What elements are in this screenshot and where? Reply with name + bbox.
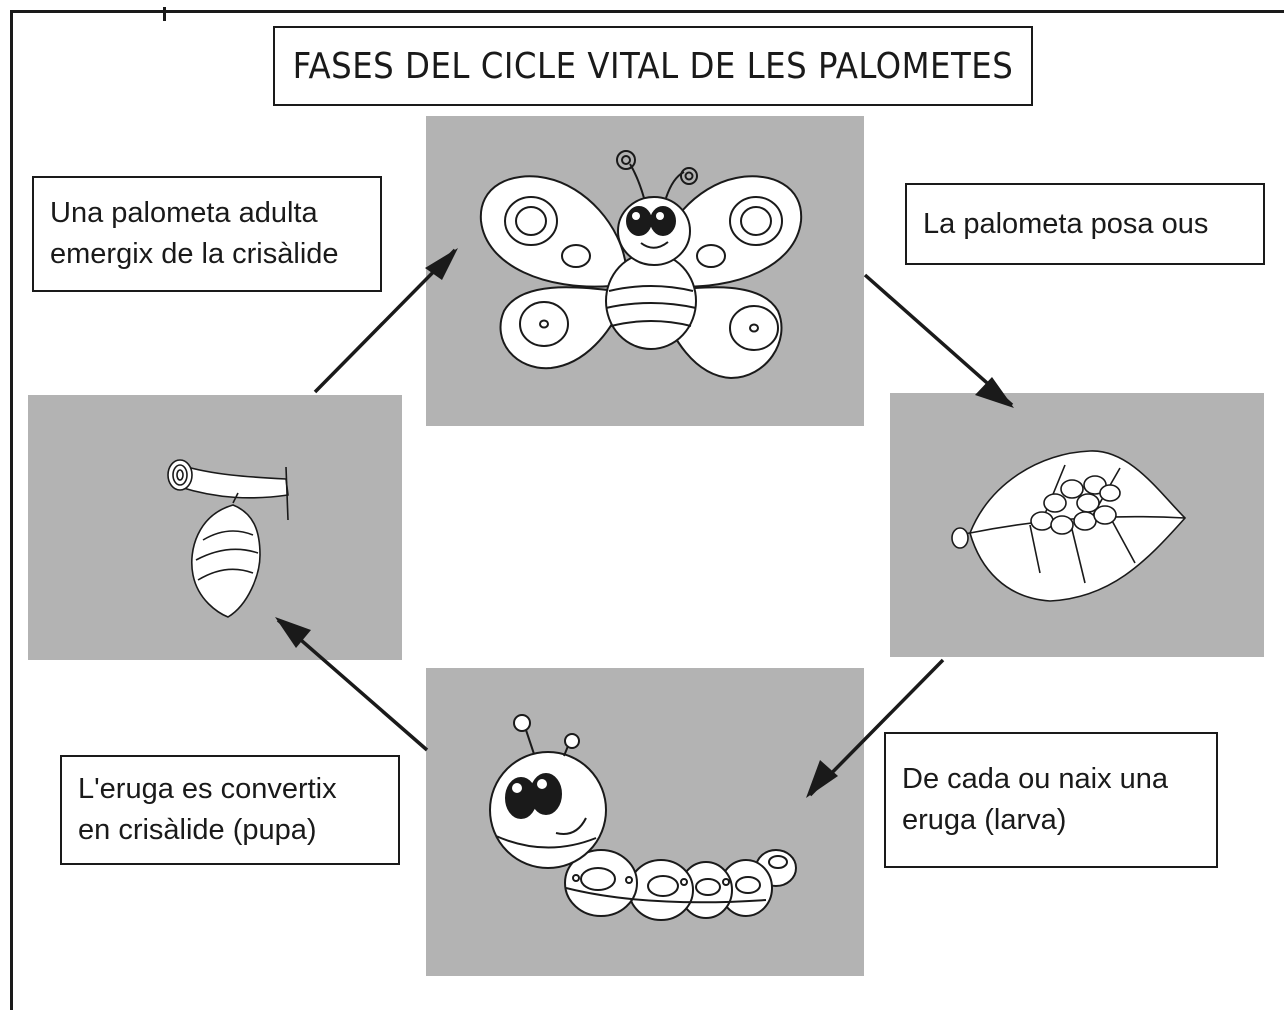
panel-eggs	[890, 393, 1264, 657]
frame-stub	[163, 7, 166, 21]
caption-larva-line-2: eruga (larva)	[902, 804, 1067, 836]
arrow-larva-to-pupa	[276, 618, 429, 752]
caption-adult: Una palometa adulta emergix de la crisàl…	[32, 176, 382, 292]
panel-adult	[426, 116, 864, 426]
caption-larva: De cada ou naix una eruga (larva)	[884, 732, 1218, 868]
caption-eggs: La palometa posa ous	[905, 183, 1265, 265]
panel-larva	[426, 668, 864, 976]
arrowhead-eggs-to-larva	[806, 760, 838, 798]
arrowhead-pupa-to-adult	[425, 248, 458, 280]
leaf-with-eggs-illustration	[951, 450, 1187, 602]
arrow-pupa-to-adult	[313, 248, 457, 394]
arrowhead-larva-to-pupa	[275, 617, 311, 648]
chrysalis-illustration	[167, 459, 289, 618]
caption-pupa-line-2: en crisàlide (pupa)	[78, 814, 317, 846]
arrowhead-adult-to-eggs	[975, 377, 1014, 408]
caption-eggs-line-1: La palometa posa ous	[923, 207, 1209, 240]
caption-larva-line-1: De cada ou naix una	[902, 763, 1169, 795]
caterpillar-illustration	[489, 714, 797, 921]
caption-adult-line-1: Una palometa adulta	[50, 197, 318, 229]
caption-adult-line-2: emergix de la crisàlide	[50, 238, 339, 270]
caption-pupa-line-1: L'eruga es convertix	[78, 773, 337, 805]
caption-pupa: L'eruga es convertix en crisàlide (pupa)	[60, 755, 400, 865]
page-frame	[10, 7, 1284, 1010]
panel-pupa	[28, 395, 402, 660]
diagram-title: FASES DEL CICLE VITAL DE LES PALOMETES	[273, 26, 1033, 106]
butterfly-illustration	[479, 150, 803, 380]
